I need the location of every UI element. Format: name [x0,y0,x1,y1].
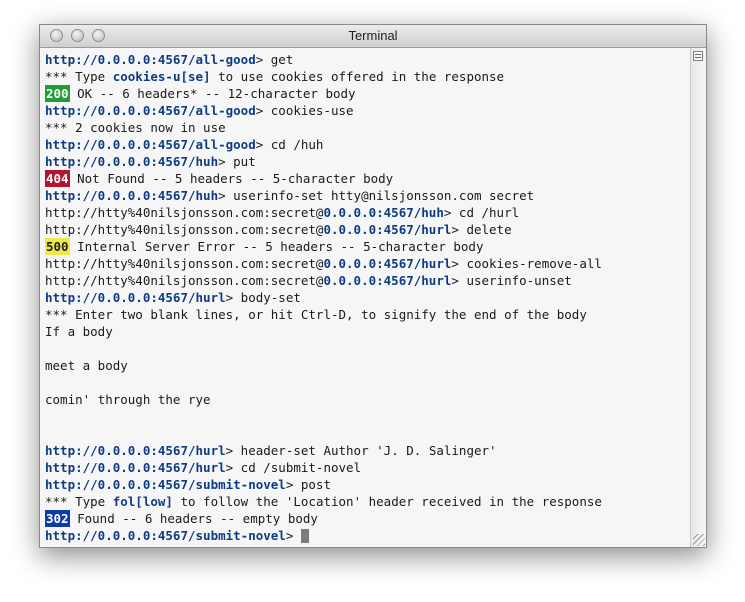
prompt-url: http://0.0.0.0:4567/all-good [45,52,256,67]
prompt-url: 0.0.0.0:4567/hurl [323,273,452,288]
terminal-line: *** Enter two blank lines, or hit Ctrl-D… [45,306,691,323]
command-text: > userinfo-unset [451,273,572,288]
terminal-line: http://htty%40nilsjonsson.com:secret@0.0… [45,204,691,221]
terminal-line [45,340,691,357]
terminal-output[interactable]: http://0.0.0.0:4567/all-good> get*** Typ… [40,48,691,547]
status-text: Not Found -- 5 headers -- 5-character bo… [69,171,394,186]
terminal-line [45,425,691,442]
hint-command: fol[low] [112,494,173,509]
terminal-line: 500 Internal Server Error -- 5 headers -… [45,238,691,255]
output-text: comin' through the rye [45,392,211,407]
terminal-line: http://htty%40nilsjonsson.com:secret@0.0… [45,221,691,238]
command-text: > put [218,154,256,169]
status-text: Found -- 6 headers -- empty body [69,511,318,526]
close-window-button[interactable] [50,29,63,42]
terminal-line: If a body [45,323,691,340]
terminal-line: http://0.0.0.0:4567/hurl> header-set Aut… [45,442,691,459]
terminal-window: Terminal http://0.0.0.0:4567/all-good> g… [39,24,707,548]
command-text: > cookies-remove-all [451,256,602,271]
terminal-line: http://0.0.0.0:4567/huh> put [45,153,691,170]
status-code-badge: 500 [45,238,70,255]
prompt-url: 0.0.0.0:4567/hurl [323,256,452,271]
scrollbar[interactable] [690,48,706,547]
hint-text: *** Type [45,69,113,84]
command-text: > cd /huh [255,137,324,152]
zoom-window-button[interactable] [92,29,105,42]
command-text: > body-set [225,290,301,305]
command-text: > post [285,477,331,492]
command-text: > cookies-use [255,103,354,118]
terminal-line: http://0.0.0.0:4567/hurl> body-set [45,289,691,306]
terminal-line [45,408,691,425]
terminal-line: comin' through the rye [45,391,691,408]
terminal-line: http://0.0.0.0:4567/huh> userinfo-set ht… [45,187,691,204]
output-text: *** Enter two blank lines, or hit Ctrl-D… [45,307,587,322]
prompt-url: 0.0.0.0:4567/hurl [323,222,452,237]
hint-text: to follow the 'Location' header received… [172,494,602,509]
command-text: > cd /submit-novel [225,460,362,475]
status-code-badge: 404 [45,170,70,187]
output-text: *** 2 cookies now in use [45,120,226,135]
minimize-window-button[interactable] [71,29,84,42]
terminal-line: *** 2 cookies now in use [45,119,691,136]
terminal-line: http://0.0.0.0:4567/hurl> cd /submit-nov… [45,459,691,476]
terminal-line: http://htty%40nilsjonsson.com:secret@0.0… [45,272,691,289]
window-title: Terminal [348,28,398,43]
terminal-line: 404 Not Found -- 5 headers -- 5-characte… [45,170,691,187]
terminal-line: 302 Found -- 6 headers -- empty body [45,510,691,527]
status-code-badge: 200 [45,85,70,102]
status-text: OK -- 6 headers* -- 12-character body [69,86,356,101]
hint-text: to use cookies offered in the response [210,69,505,84]
terminal-line: http://0.0.0.0:4567/all-good> get [45,51,691,68]
prompt-url: http://0.0.0.0:4567/hurl [45,290,226,305]
command-text: > userinfo-set htty@nilsjonsson.com secr… [218,188,535,203]
status-code-badge: 302 [45,510,70,527]
command-text: > header-set Author 'J. D. Salinger' [225,443,497,458]
hint-command: cookies-u[se] [112,69,211,84]
terminal-line: http://0.0.0.0:4567/all-good> cookies-us… [45,102,691,119]
prompt-url: 0.0.0.0:4567/huh [323,205,444,220]
command-text: > get [255,52,294,67]
resize-grip-icon[interactable] [693,534,705,546]
prompt-url: http://0.0.0.0:4567/all-good [45,103,256,118]
output-text: If a body [45,324,113,339]
prompt-url: http://0.0.0.0:4567/huh [45,154,219,169]
terminal-line: 200 OK -- 6 headers* -- 12-character bod… [45,85,691,102]
terminal-line: http://0.0.0.0:4567/submit-novel> post [45,476,691,493]
prompt-userinfo: http://htty%40nilsjonsson.com:secret@ [45,256,324,271]
prompt-url: http://0.0.0.0:4567/all-good [45,137,256,152]
terminal-line [45,374,691,391]
command-text: > delete [451,222,512,237]
command-text: > cd /hurl [443,205,520,220]
title-bar[interactable]: Terminal [40,25,706,48]
prompt-userinfo: http://htty%40nilsjonsson.com:secret@ [45,273,324,288]
output-text: meet a body [45,358,128,373]
split-pane-icon[interactable] [693,51,703,61]
prompt-userinfo: http://htty%40nilsjonsson.com:secret@ [45,222,324,237]
text-cursor[interactable] [300,529,309,543]
prompt-url: http://0.0.0.0:4567/hurl [45,443,226,458]
terminal-line: meet a body [45,357,691,374]
status-text: Internal Server Error -- 5 headers -- 5-… [69,239,484,254]
terminal-line: http://0.0.0.0:4567/all-good> cd /huh [45,136,691,153]
prompt-url: http://0.0.0.0:4567/submit-novel [45,477,286,492]
prompt-userinfo: http://htty%40nilsjonsson.com:secret@ [45,205,324,220]
terminal-line: http://0.0.0.0:4567/submit-novel> [45,527,691,544]
command-text: > [285,528,301,543]
terminal-line: http://htty%40nilsjonsson.com:secret@0.0… [45,255,691,272]
terminal-line: *** Type fol[low] to follow the 'Locatio… [45,493,691,510]
hint-text: *** Type [45,494,113,509]
prompt-url: http://0.0.0.0:4567/huh [45,188,219,203]
terminal-line: *** Type cookies-u[se] to use cookies of… [45,68,691,85]
prompt-url: http://0.0.0.0:4567/hurl [45,460,226,475]
prompt-url: http://0.0.0.0:4567/submit-novel [45,528,286,543]
